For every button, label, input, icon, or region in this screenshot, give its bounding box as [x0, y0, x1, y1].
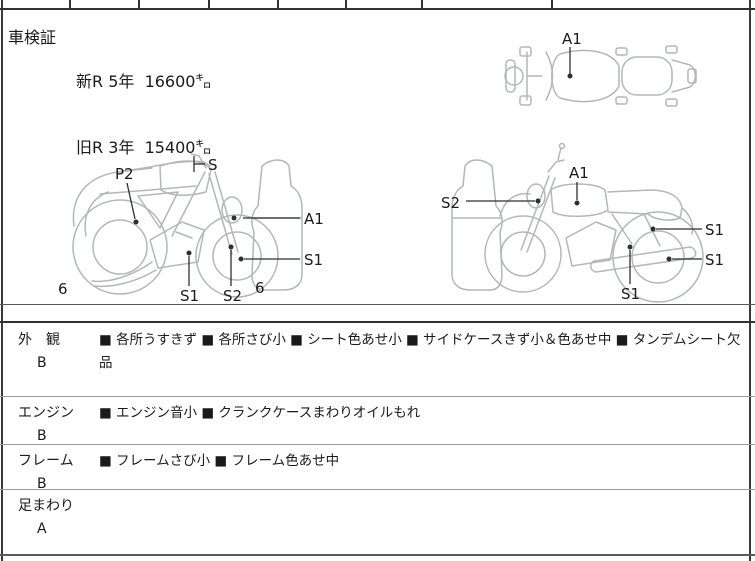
category-label: 外 観 [18, 332, 60, 348]
damage-label-p2-side-cover: P2 [115, 165, 134, 183]
grade-value: B [37, 428, 47, 444]
damage-label-s1-shock: S1 [705, 221, 724, 239]
condition-row-engine: エンジン B ■ エンジン音小 ■ クランクケースまわりオイルもれ [0, 402, 755, 448]
table-cell-divider [421, 0, 423, 9]
damage-label-s2-headlight: S2 [441, 194, 460, 212]
table-cell-divider [208, 0, 210, 9]
bike-top-view-sketch [504, 45, 697, 107]
damage-label-s1-muffler: S1 [621, 285, 640, 303]
damage-label-s-handlebar: S [208, 156, 218, 174]
condition-comments: ■ フレームさび小 ■ フレーム色あせ中 [99, 453, 340, 469]
table-bottom-rule [0, 8, 755, 10]
condition-comments: ■ 各所うすきず ■ 各所さび小 ■ シート色あせ小 ■ サイドケースきず小＆色… [99, 332, 741, 371]
diagram-bottom-rule [0, 304, 755, 305]
inspection-new-line: 新R 5年 16600㌔ [76, 72, 212, 91]
damage-label-s2-fork: S2 [223, 287, 242, 305]
damage-label-s1-rear-wheel: S1 [705, 251, 724, 269]
grade-value: B [37, 476, 47, 492]
damage-label-s1-front-wheel: S1 [304, 251, 323, 269]
category-label: エンジン [18, 405, 74, 421]
damage-label-a1-top: A1 [562, 30, 582, 48]
sheet-bottom-rule [0, 554, 755, 556]
condition-row-exterior: 外 観 B ■ 各所うすきず ■ 各所さび小 ■ シート色あせ小 ■ サイドケー… [0, 329, 755, 375]
damage-label-6-front: 6 [255, 279, 265, 297]
sheet-right-border [749, 0, 751, 561]
table-cell-divider [138, 0, 140, 9]
grade-value: B [37, 355, 47, 371]
grade-value: A [37, 521, 47, 537]
row-divider [0, 489, 755, 490]
table-cell-divider [345, 0, 347, 9]
bike-right-view-sketch [451, 142, 704, 303]
table-cell-divider [551, 0, 553, 9]
row-divider [0, 396, 755, 397]
table-cell-divider [69, 0, 71, 9]
category-label: 足まわり [18, 498, 74, 514]
vehicle-inspection-block: 車検証 新R 5年 16600㌔ 旧R 3年 15400㌔ [8, 27, 211, 203]
bike-left-view-sketch [72, 153, 303, 298]
row-divider [0, 444, 755, 445]
damage-label-a1-headlight: A1 [304, 210, 324, 228]
condition-row-undercarriage: 足まわり A [0, 495, 755, 541]
damage-label-s1-engine: S1 [180, 287, 199, 305]
condition-top-rule [0, 321, 755, 323]
damage-label-6-rear: 6 [58, 280, 68, 298]
table-cell-divider [277, 0, 279, 9]
vehicle-inspection-label: 車検証 [8, 28, 57, 47]
damage-label-a1-tank: A1 [569, 164, 589, 182]
category-label: フレーム [18, 453, 74, 469]
inspection-old-line: 旧R 3年 15400㌔ [76, 138, 212, 157]
condition-comments: ■ エンジン音小 ■ クランクケースまわりオイルもれ [99, 405, 421, 421]
condition-row-frame: フレーム B ■ フレームさび小 ■ フレーム色あせ中 [0, 450, 755, 496]
sheet-left-border [1, 0, 3, 561]
